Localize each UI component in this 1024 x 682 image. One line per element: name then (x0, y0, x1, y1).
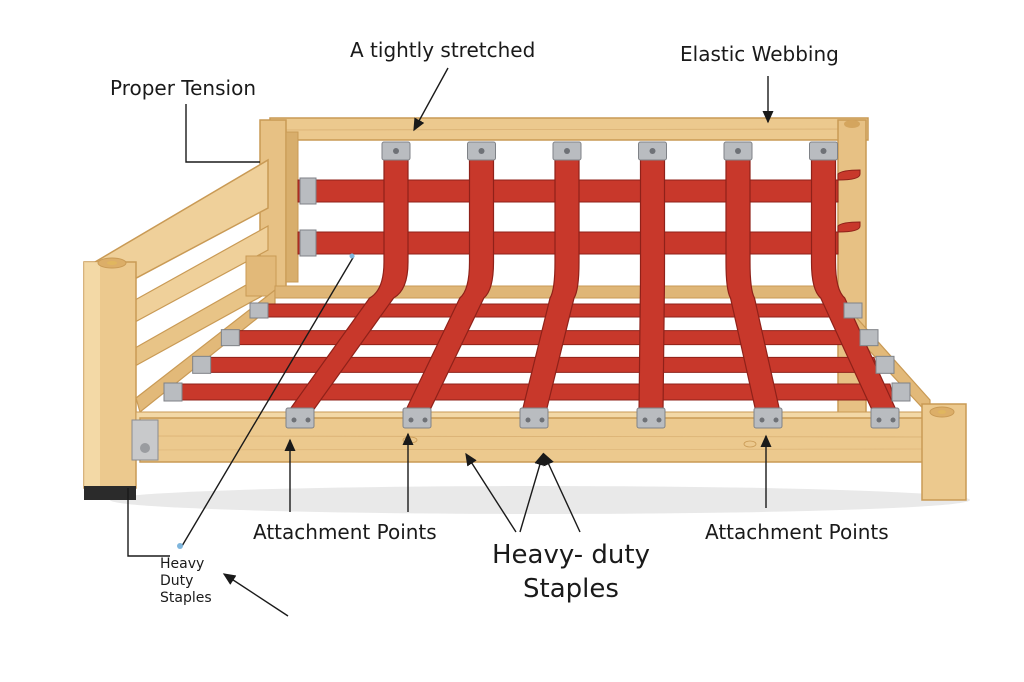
vertical-strap-bottom-staple (539, 417, 545, 423)
vertical-strap-bottom-staple (291, 417, 297, 423)
callout-tightly-stretched (413, 67, 449, 132)
callout-heavy-duty-diagonal (181, 255, 355, 547)
label-heavy-duty-staples: Heavy- duty Staples (478, 538, 664, 606)
vertical-strap-bottom-staple (305, 417, 311, 423)
back-strap-tail (837, 169, 861, 181)
vertical-strap-bottom-staple (422, 417, 428, 423)
back-strap-clip (299, 177, 317, 205)
corner-bracket (131, 419, 159, 461)
callout-staples-3 (543, 452, 581, 533)
vertical-strap-top-staple (564, 148, 570, 154)
label-tightly-stretched: A tightly stretched (350, 38, 536, 62)
seat-strap-clip-right (875, 355, 895, 374)
seat-strap-clip-right (891, 382, 911, 402)
back-strap-tail (837, 221, 861, 233)
vertical-strap-bottom-staple (890, 417, 896, 423)
callout-staples-1 (465, 452, 517, 533)
metal-clips (163, 141, 911, 429)
vertical-strap-bottom-staple (773, 417, 779, 423)
vertical-strap-bottom-clip (636, 407, 666, 429)
label-heavy-small-line3: Staples (160, 590, 212, 606)
vertical-strap-bottom-clip (402, 407, 432, 429)
vertical-strap-bottom-clip (519, 407, 549, 429)
vertical-strap-bottom-staple (525, 417, 531, 423)
vertical-strap-bottom-staple (408, 417, 414, 423)
callout-lines (127, 67, 774, 617)
vertical-webbing (286, 147, 898, 413)
seat-strap-clip-left (192, 355, 212, 374)
callout-heavy-duty-small (127, 488, 170, 557)
vertical-strap-bottom-clip (870, 407, 900, 429)
seat-strap-clip-right (859, 329, 879, 347)
seat-strap-clip-left (163, 382, 183, 402)
seat-strap-clip-left (249, 302, 269, 319)
callout-proper-tension (185, 104, 260, 163)
label-heavy-duty-line2: Staples (523, 574, 619, 604)
callout-staples-2 (519, 452, 546, 533)
back-strap-clip (299, 229, 317, 257)
vertical-strap-bottom-staple (759, 417, 765, 423)
label-heavy-duty-line1: Heavy- duty (491, 540, 650, 570)
seat-strap-clip-right (843, 302, 863, 319)
floor-shadow (110, 486, 970, 514)
label-heavy-small-line2: Duty (160, 573, 194, 589)
label-heavy-small-line1: Heavy (160, 556, 205, 572)
callout-heavy-duty-arrow (222, 573, 289, 617)
vertical-strap-top-staple (735, 148, 741, 154)
vertical-strap-bottom-staple (656, 417, 662, 423)
vertical-strap-bottom-clip (285, 407, 315, 429)
front-right-post (921, 403, 967, 501)
vertical-strap-top-staple (649, 148, 656, 154)
vertical-strap-top-staple (478, 148, 485, 154)
seat-strap-clip-left (220, 329, 240, 347)
vertical-strap-top-staple (393, 148, 399, 154)
vertical-strap (638, 147, 666, 413)
label-heavy-duty-small: Heavy Duty Staples (160, 556, 212, 607)
front-left-foot (84, 486, 136, 500)
vertical-strap-bottom-staple (642, 417, 648, 423)
label-elastic-webbing: Elastic Webbing (680, 42, 839, 66)
vertical-strap-top-staple (820, 148, 827, 154)
label-proper-tension: Proper Tension (110, 76, 256, 100)
label-attachment-points-right: Attachment Points (705, 520, 889, 544)
vertical-strap-bottom-staple (876, 417, 882, 423)
vertical-strap-bottom-clip (753, 407, 783, 429)
callout-dot (177, 543, 183, 549)
label-attachment-points-left: Attachment Points (253, 520, 437, 544)
